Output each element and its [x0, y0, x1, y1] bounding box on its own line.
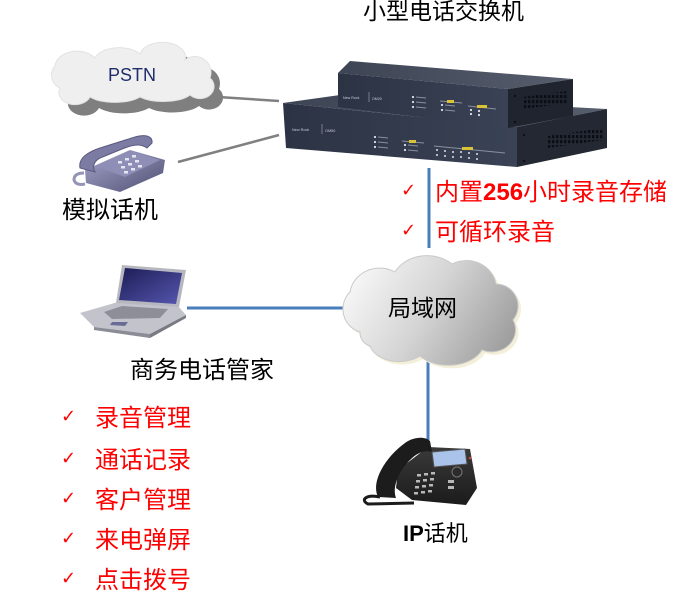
check-icon: ✓ — [401, 180, 417, 201]
pbx-lower-brand: New Rock — [292, 128, 309, 132]
pbx-feature-recording-storage: 内置256小时录音存储 — [435, 180, 667, 205]
check-icon: ✓ — [61, 406, 77, 427]
ip-label-rest: 话机 — [423, 522, 468, 547]
list-item: 来电弹屏 — [95, 526, 191, 554]
feature-hours-number: 256 — [483, 179, 524, 206]
pstn-label: PSTN — [108, 65, 157, 85]
pbx-device-icon: New Rock OM20 New Rock OM50 — [283, 61, 607, 167]
ip-label-bold: IP — [403, 521, 424, 546]
pbx-title: 小型电话交换机 — [363, 0, 524, 25]
analog-telephone-icon — [72, 135, 165, 192]
list-item: 客户管理 — [95, 486, 191, 514]
lan-cloud-icon — [342, 255, 522, 369]
feature-suffix: 小时录音存储 — [523, 178, 668, 206]
pbx-upper-model: OM20 — [372, 97, 382, 101]
lan-label: 局域网 — [388, 296, 457, 322]
software-label: 商务电话管家 — [130, 356, 274, 384]
laptop-icon — [80, 265, 186, 338]
pstn-cloud-icon — [51, 41, 224, 116]
check-icon: ✓ — [61, 528, 77, 549]
list-item: 点击拨号 — [95, 566, 191, 594]
check-icon: ✓ — [61, 488, 77, 509]
ip-phone-icon — [363, 437, 477, 506]
pbx-upper-brand: New Rock — [343, 96, 360, 100]
check-icon: ✓ — [61, 448, 77, 469]
pbx-feature-loop-recording: 可循环录音 — [435, 218, 555, 246]
feature-prefix: 内置 — [435, 178, 483, 206]
pbx-lower-model: OM50 — [325, 129, 335, 133]
analog-phone-label: 模拟话机 — [62, 196, 158, 224]
list-item: 通话记录 — [95, 446, 191, 474]
list-item: 录音管理 — [95, 404, 191, 432]
check-icon: ✓ — [61, 568, 77, 589]
ip-phone-label: IP话机 — [403, 523, 468, 546]
check-icon: ✓ — [401, 220, 417, 241]
analog-phone-to-pbx-link — [177, 133, 280, 164]
